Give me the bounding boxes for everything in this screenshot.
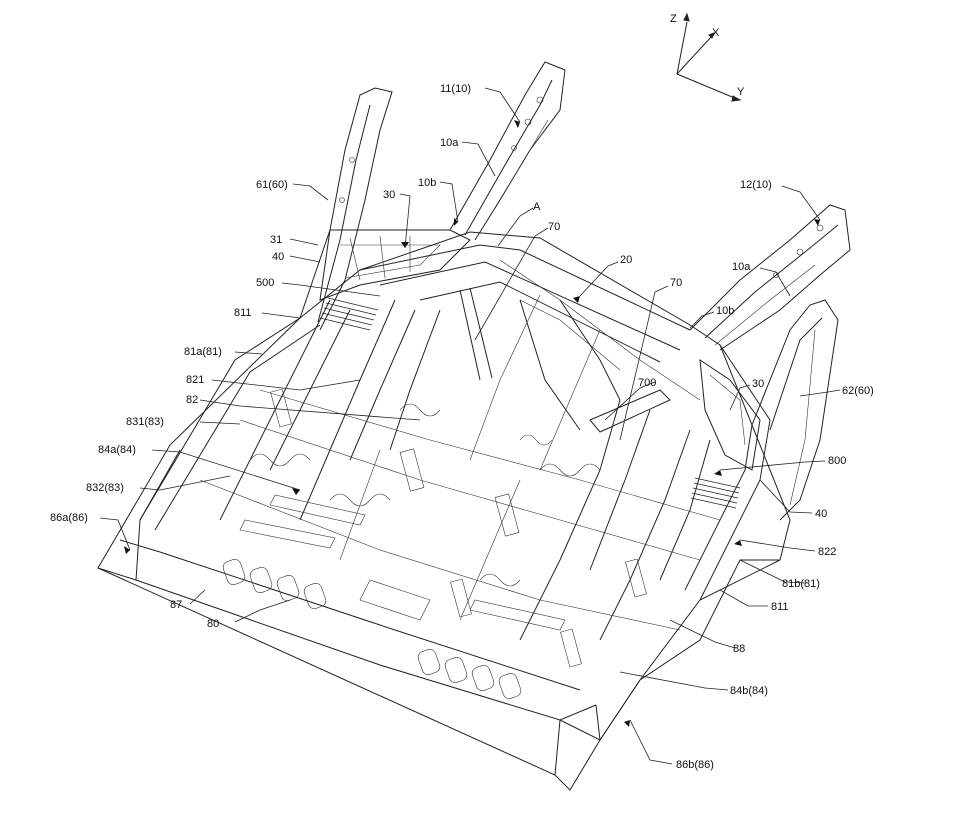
pillar-left-61 <box>299 87 393 331</box>
label-A: A <box>533 201 541 213</box>
label-40-right: 40 <box>815 508 827 520</box>
label-70-top: 70 <box>548 221 560 233</box>
label-84b-84: 84b(84) <box>730 685 768 697</box>
label-10b-top: 10b <box>418 177 436 189</box>
label-80: 80 <box>207 618 219 630</box>
axis-label-z: Z <box>670 13 677 25</box>
label-88: 88 <box>733 643 745 655</box>
label-86b-86: 86b(86) <box>676 759 714 771</box>
brace-right-30 <box>699 358 761 471</box>
label-20: 20 <box>620 254 632 266</box>
front-rail-right-12 <box>689 204 851 351</box>
axis-label-y: Y <box>737 86 745 98</box>
label-70-mid: 70 <box>670 277 682 289</box>
label-10a-right: 10a <box>732 261 751 273</box>
label-500: 500 <box>256 277 274 289</box>
label-822: 822 <box>818 546 836 558</box>
label-82: 82 <box>186 394 198 406</box>
label-831-83: 831(83) <box>126 416 164 428</box>
axis-indicator: Z X Y <box>670 12 745 102</box>
label-81b-81: 81b(81) <box>782 578 820 590</box>
label-10b-right: 10b <box>716 305 734 317</box>
label-832-83: 832(83) <box>86 482 124 494</box>
label-821: 821 <box>186 374 204 386</box>
reference-labels: 11(10) 10a 10b 30 A 70 61(60) 31 40 500 … <box>50 83 874 771</box>
label-700: 700 <box>638 377 656 389</box>
axis-label-x: X <box>712 27 720 39</box>
label-811-left: 811 <box>234 307 252 319</box>
floor-assembly-outline <box>97 231 791 791</box>
label-30-right: 30 <box>752 378 764 390</box>
hatched-panel-right-800 <box>690 477 741 509</box>
label-12-10: 12(10) <box>740 179 772 191</box>
floor-longitudinals <box>199 299 721 641</box>
label-30-top: 30 <box>383 189 395 201</box>
label-40-left: 40 <box>272 251 284 263</box>
label-11-10: 11(10) <box>440 83 471 95</box>
hatched-panel-left-500 <box>319 297 379 331</box>
part-arrows <box>124 120 820 727</box>
label-10a-top: 10a <box>440 137 459 149</box>
label-61-60: 61(60) <box>256 179 288 191</box>
label-31: 31 <box>270 234 282 246</box>
rear-floor-pockets <box>222 449 566 699</box>
label-86a-86: 86a(86) <box>50 512 88 524</box>
leader-lines <box>99 87 841 765</box>
label-800: 800 <box>828 455 846 467</box>
seat-mount-details <box>249 388 647 668</box>
brace-left-30 <box>319 229 471 301</box>
label-81a-81: 81a(81) <box>184 346 222 358</box>
label-87: 87 <box>170 599 182 611</box>
tunnel-structure <box>459 259 701 471</box>
pillar-right-62 <box>751 299 839 521</box>
label-84a-84: 84a(84) <box>98 444 136 456</box>
front-rail-left-11 <box>449 61 566 241</box>
label-811-right: 811 <box>771 601 789 613</box>
label-62-60: 62(60) <box>842 385 874 397</box>
